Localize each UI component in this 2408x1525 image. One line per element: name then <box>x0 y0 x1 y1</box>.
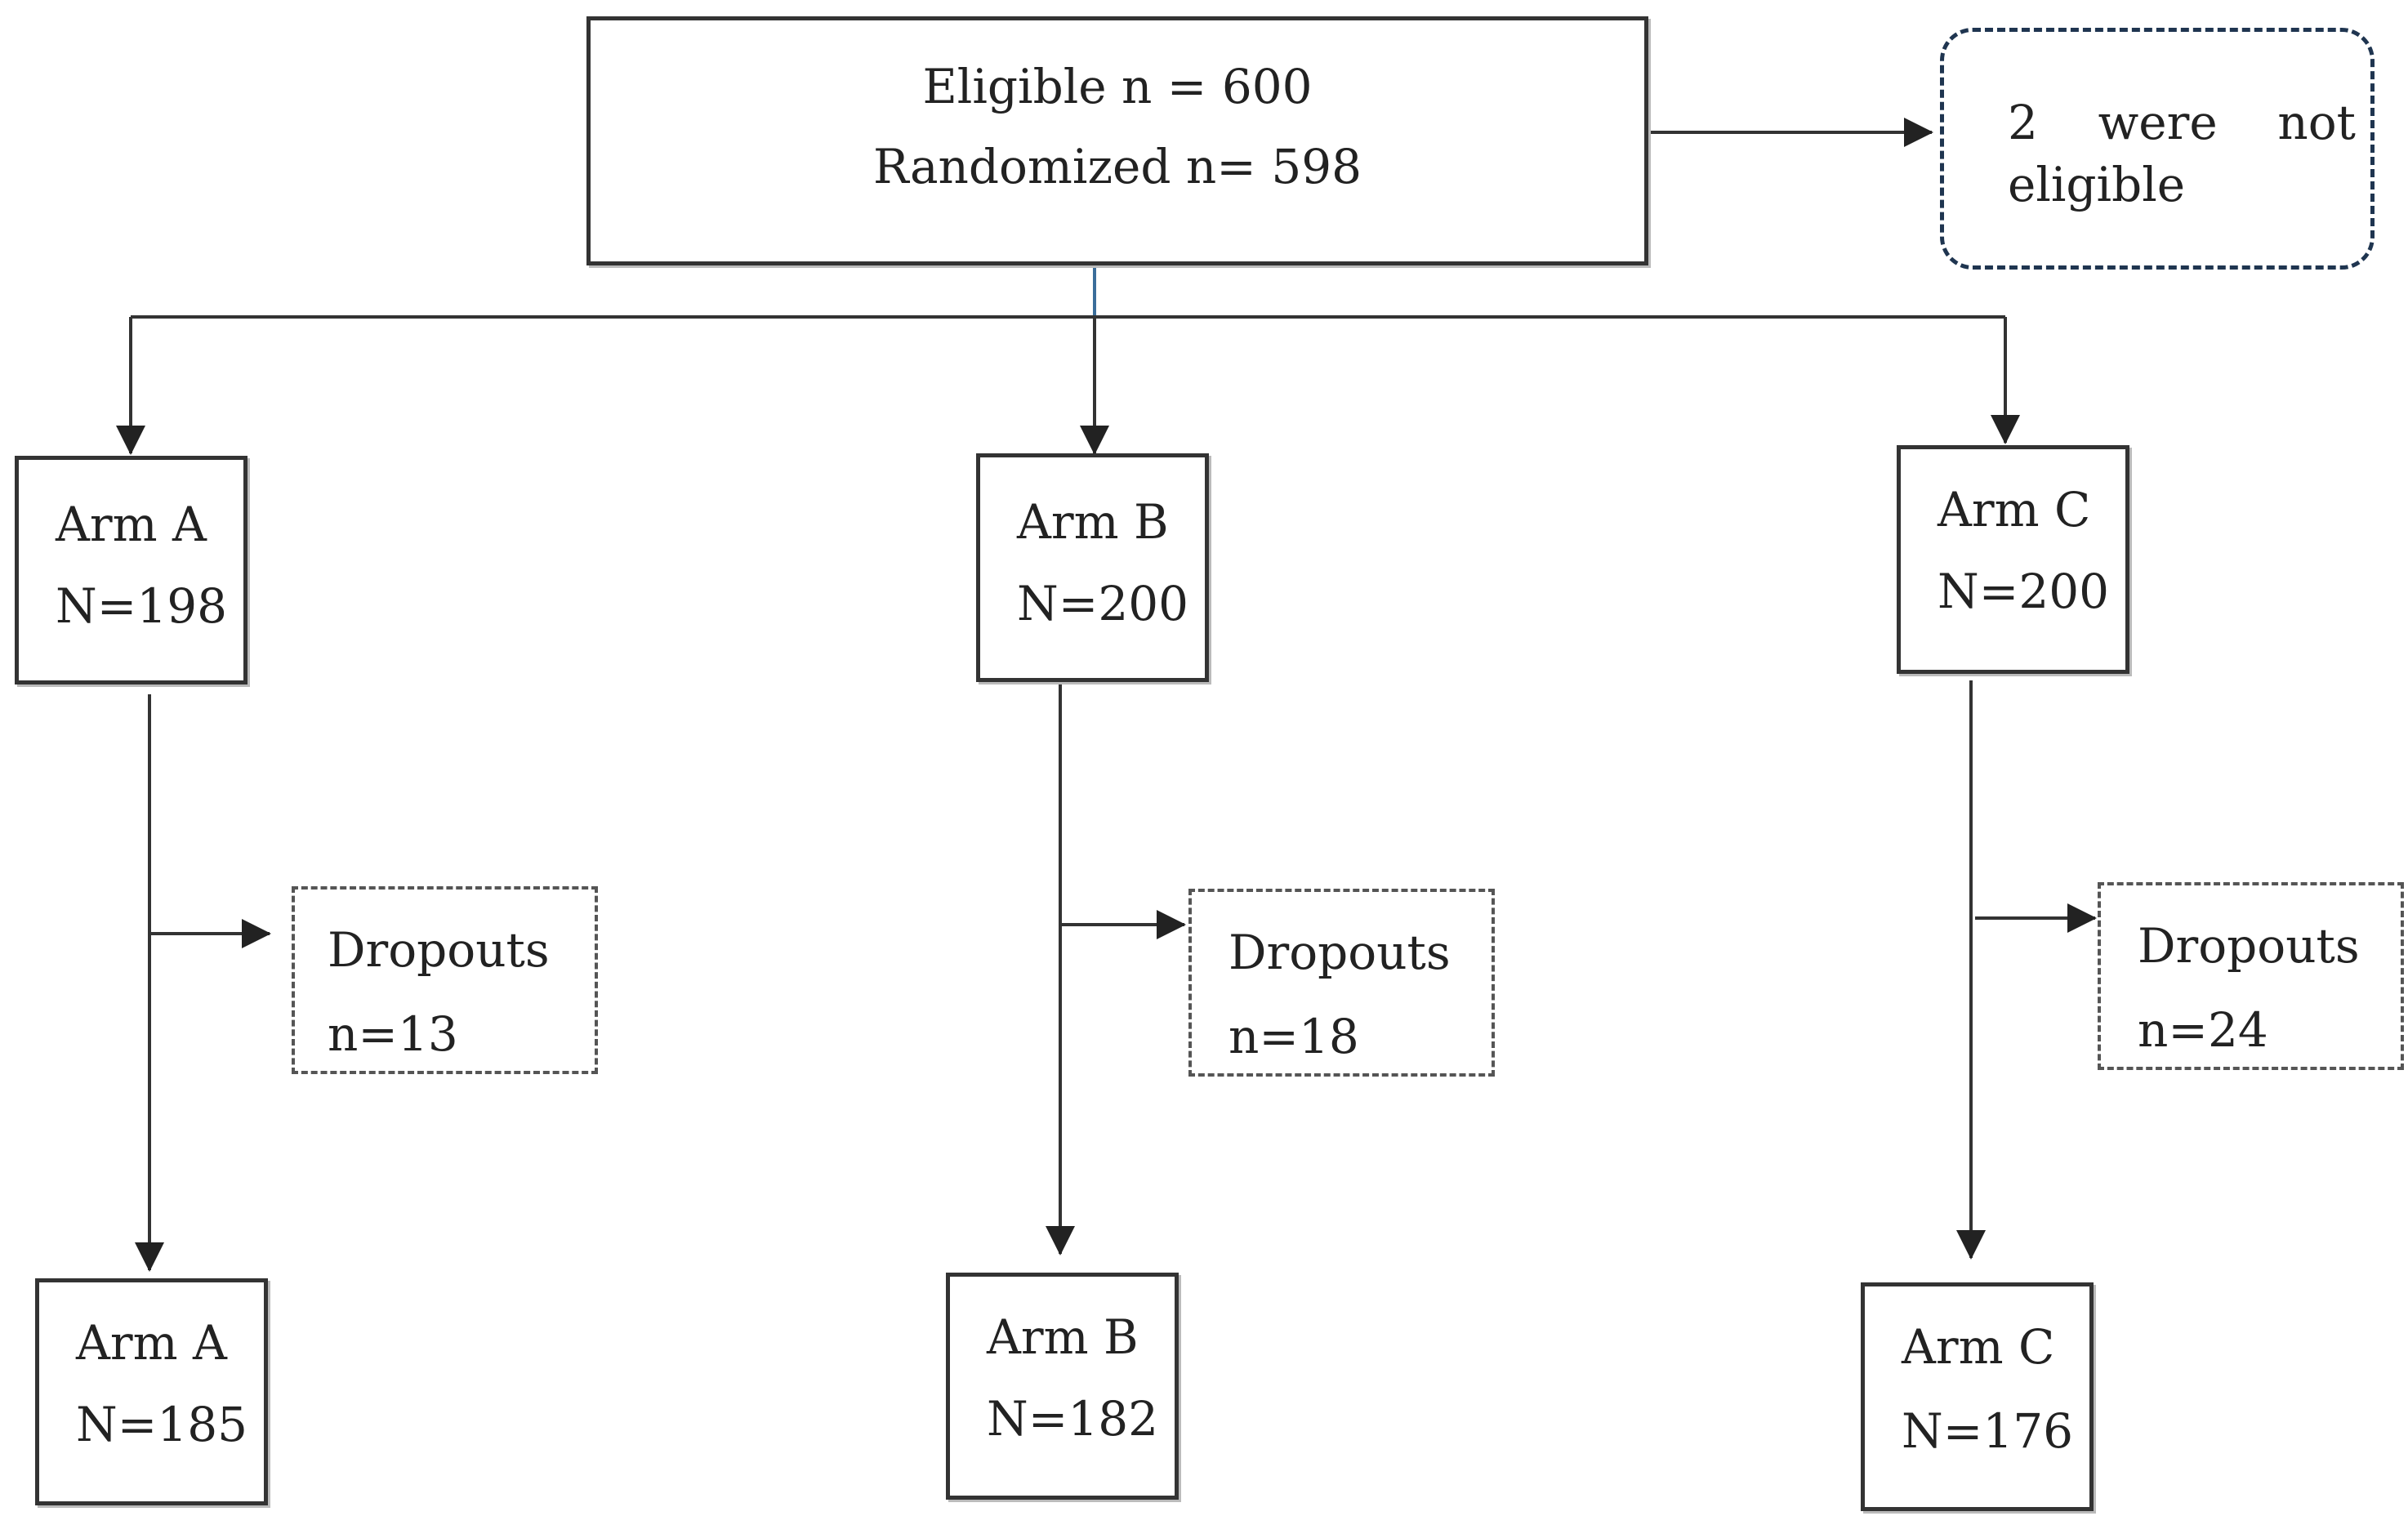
eligible-count: Eligible n = 600 <box>922 59 1313 114</box>
eligibility-box: Eligible n = 600 Randomized n= 598 <box>586 16 1648 265</box>
dropouts-a-box: Dropouts n=13 <box>292 886 598 1074</box>
dropouts-label: Dropouts <box>1229 925 1451 980</box>
dropouts-label: Dropouts <box>328 922 550 978</box>
dropouts-label: Dropouts <box>2138 918 2360 974</box>
excluded-text-line2: eligible <box>2008 157 2186 212</box>
randomized-count: Randomized n= 598 <box>872 139 1362 194</box>
dropouts-b-box: Dropouts n=18 <box>1188 889 1495 1077</box>
excluded-text-line1: 2 were not <box>2008 95 2356 150</box>
final-arm-label: Arm B <box>987 1309 1139 1365</box>
final-arm-count: N=182 <box>987 1391 1159 1447</box>
arm-label: Arm A <box>56 497 207 552</box>
arm-count: N=198 <box>56 578 228 634</box>
arm-count: N=200 <box>1017 576 1189 631</box>
final-arm-c-box: Arm C N=176 <box>1861 1282 2094 1511</box>
final-arm-label: Arm C <box>1902 1319 2055 1375</box>
excluded-box: 2 were not eligible <box>1940 28 2375 270</box>
dropouts-count: n=24 <box>2138 1002 2268 1058</box>
final-arm-a-box: Arm A N=185 <box>35 1278 268 1505</box>
dropouts-count: n=18 <box>1229 1009 1359 1064</box>
final-arm-label: Arm A <box>76 1315 227 1371</box>
dropouts-count: n=13 <box>328 1006 458 1062</box>
dropouts-c-box: Dropouts n=24 <box>2098 882 2404 1070</box>
arm-label: Arm C <box>1938 482 2091 537</box>
final-arm-b-box: Arm B N=182 <box>946 1273 1179 1500</box>
final-arm-count: N=185 <box>76 1397 248 1452</box>
final-arm-count: N=176 <box>1902 1403 2074 1459</box>
arm-c-box: Arm C N=200 <box>1897 445 2129 674</box>
arm-b-box: Arm B N=200 <box>976 453 1209 682</box>
arm-a-box: Arm A N=198 <box>15 456 247 684</box>
arm-label: Arm B <box>1017 494 1169 550</box>
arm-count: N=200 <box>1938 564 2110 619</box>
